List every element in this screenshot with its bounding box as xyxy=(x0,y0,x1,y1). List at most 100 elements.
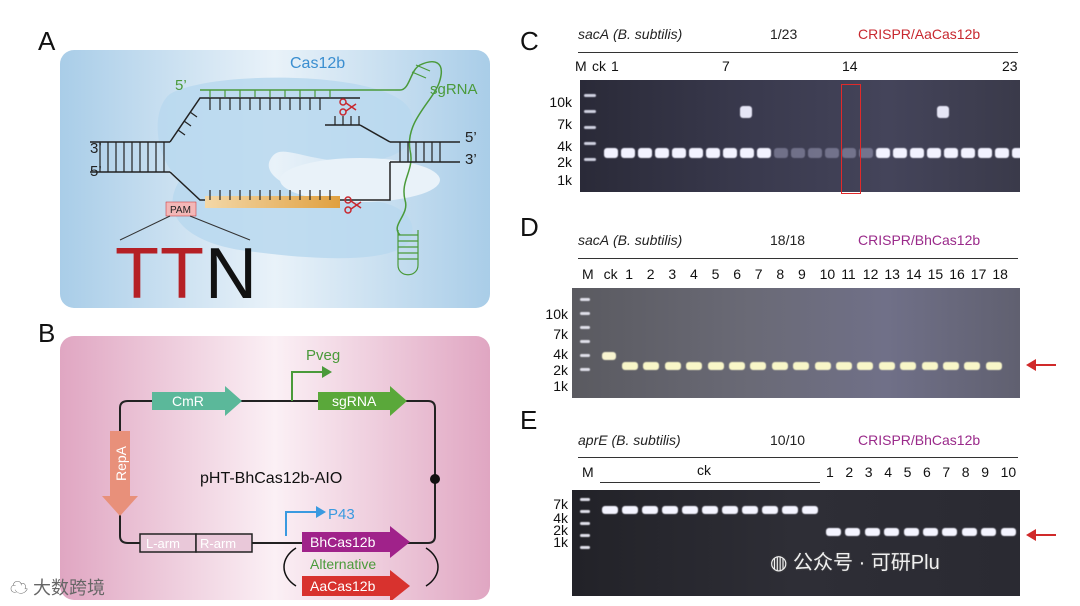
ladder-band xyxy=(580,510,590,513)
watermark-left: ☁ 大数跨境 xyxy=(10,574,105,600)
panel-c-lane-14: 14 xyxy=(842,58,858,74)
panel-e-lane-ck: ck xyxy=(697,462,711,478)
lane-band xyxy=(686,362,702,370)
lane-band xyxy=(836,362,852,370)
panel-c-lane-7: 7 xyxy=(722,58,730,74)
panel-d-lane-14: 14 xyxy=(906,266,922,282)
lane-band xyxy=(621,148,635,158)
panel-d-lane-8: 8 xyxy=(776,266,784,282)
panel-c-ratio: 1/23 xyxy=(770,26,797,42)
pam-label: PAM xyxy=(170,205,191,216)
panel-d-gel xyxy=(572,288,1020,398)
panel-d-lane-2: 2 xyxy=(647,266,655,282)
lane-band xyxy=(944,148,958,158)
lane-band xyxy=(772,362,788,370)
panel-e-ratio: 10/10 xyxy=(770,432,805,448)
pam-n: N xyxy=(205,234,257,308)
strand-3-left: 3’ xyxy=(90,140,102,157)
panel-d-size-7k: 7k xyxy=(524,326,568,342)
ladder-band xyxy=(580,326,590,329)
panel-d-size-4k: 4k xyxy=(524,346,568,362)
cas12b-label: Cas12b xyxy=(290,55,345,72)
panel-d-letter: D xyxy=(520,212,539,243)
panel-d-title: sacA (B. subtilis) xyxy=(578,232,682,248)
lane-band xyxy=(893,148,907,158)
panel-d-lane-11: 11 xyxy=(841,266,856,282)
bhcas12b-label: BhCas12b xyxy=(310,534,376,550)
panel-e-letter: E xyxy=(520,405,537,436)
lane-band xyxy=(793,362,809,370)
lane-band xyxy=(750,362,766,370)
ck-band xyxy=(702,506,718,514)
panel-d-size-2k: 2k xyxy=(524,362,568,378)
lane-band xyxy=(876,148,890,158)
pveg-label: Pveg xyxy=(306,347,340,364)
lane-band xyxy=(622,362,638,370)
ladder-band xyxy=(580,354,590,357)
panel-d-size-10k: 10k xyxy=(524,306,568,322)
panel-d-lane-17: 17 xyxy=(971,266,987,282)
panel-c-system: CRISPR/AaCas12b xyxy=(858,26,980,42)
pam-t1: T xyxy=(115,234,159,308)
ladder-band xyxy=(584,94,596,97)
alternative-label: Alternative xyxy=(310,556,376,572)
panel-c-size-2k: 2k xyxy=(528,154,572,170)
lane-band xyxy=(655,148,669,158)
lane-band xyxy=(879,362,895,370)
lane-band xyxy=(665,362,681,370)
panel-d-lane-4: 4 xyxy=(690,266,698,282)
lane-band xyxy=(1012,148,1020,158)
lane-band xyxy=(808,148,822,158)
panel-c-size-10k: 10k xyxy=(528,94,572,110)
rarm-label: R-arm xyxy=(200,536,236,551)
ladder-band xyxy=(580,522,590,525)
ladder-band xyxy=(580,534,590,537)
panel-c-title: sacA (B. subtilis) xyxy=(578,26,682,42)
watermark-logo-icon: ☁ xyxy=(10,578,33,598)
panel-a-diagram: PAM T T N Cas12b sgRNA 5’ 3’ 5’ 5’ 3’ xyxy=(60,50,490,308)
watermark-right: ◍ 公众号 · 可研Plu xyxy=(770,546,940,575)
panel-d-lane-16: 16 xyxy=(949,266,965,282)
lane-band xyxy=(740,148,754,158)
lane-band xyxy=(638,148,652,158)
ladder-band xyxy=(580,498,590,501)
ladder-band xyxy=(580,298,590,301)
panel-e-title: aprE (B. subtilis) xyxy=(578,432,681,448)
ladder-band xyxy=(584,110,596,113)
lane-band xyxy=(884,528,899,536)
p43-label: P43 xyxy=(328,506,355,523)
ladder-band xyxy=(580,368,590,371)
lane-band xyxy=(922,362,938,370)
lane-band xyxy=(962,528,977,536)
pam-t2: T xyxy=(160,234,204,308)
panel-b-letter: B xyxy=(38,318,55,349)
lane-band xyxy=(791,148,805,158)
lane-band xyxy=(910,148,924,158)
ck-band xyxy=(602,506,618,514)
lane-band xyxy=(943,362,959,370)
panel-e-lane-6: 6 xyxy=(923,464,931,480)
larm-label: L-arm xyxy=(146,536,180,551)
cas12b-cavity xyxy=(280,158,440,202)
lane-band xyxy=(995,148,1009,158)
strand-3-right: 3’ xyxy=(465,151,477,168)
lane-band xyxy=(859,148,873,158)
panel-d-lane-6: 6 xyxy=(733,266,741,282)
lane-band xyxy=(986,362,1002,370)
panel-c-lane-ck: ck xyxy=(592,58,606,74)
lane-band xyxy=(672,148,686,158)
lane-band xyxy=(961,148,975,158)
panel-d-lane-1: 1 xyxy=(625,266,633,282)
panel-e-lane-2: 2 xyxy=(845,464,853,480)
panel-e-lane-3: 3 xyxy=(865,464,873,480)
panel-d-lane-13: 13 xyxy=(884,266,900,282)
sgrna-label-b: sgRNA xyxy=(332,393,377,409)
panel-d-system: CRISPR/BhCas12b xyxy=(858,232,980,248)
panel-d-lane-10: 10 xyxy=(820,266,836,282)
lane-band xyxy=(942,528,957,536)
panel-e-gel xyxy=(572,490,1020,596)
panel-c-size-7k: 7k xyxy=(528,116,572,132)
upper-band xyxy=(937,106,949,118)
panel-a-letter: A xyxy=(38,26,55,57)
ck-band xyxy=(662,506,678,514)
